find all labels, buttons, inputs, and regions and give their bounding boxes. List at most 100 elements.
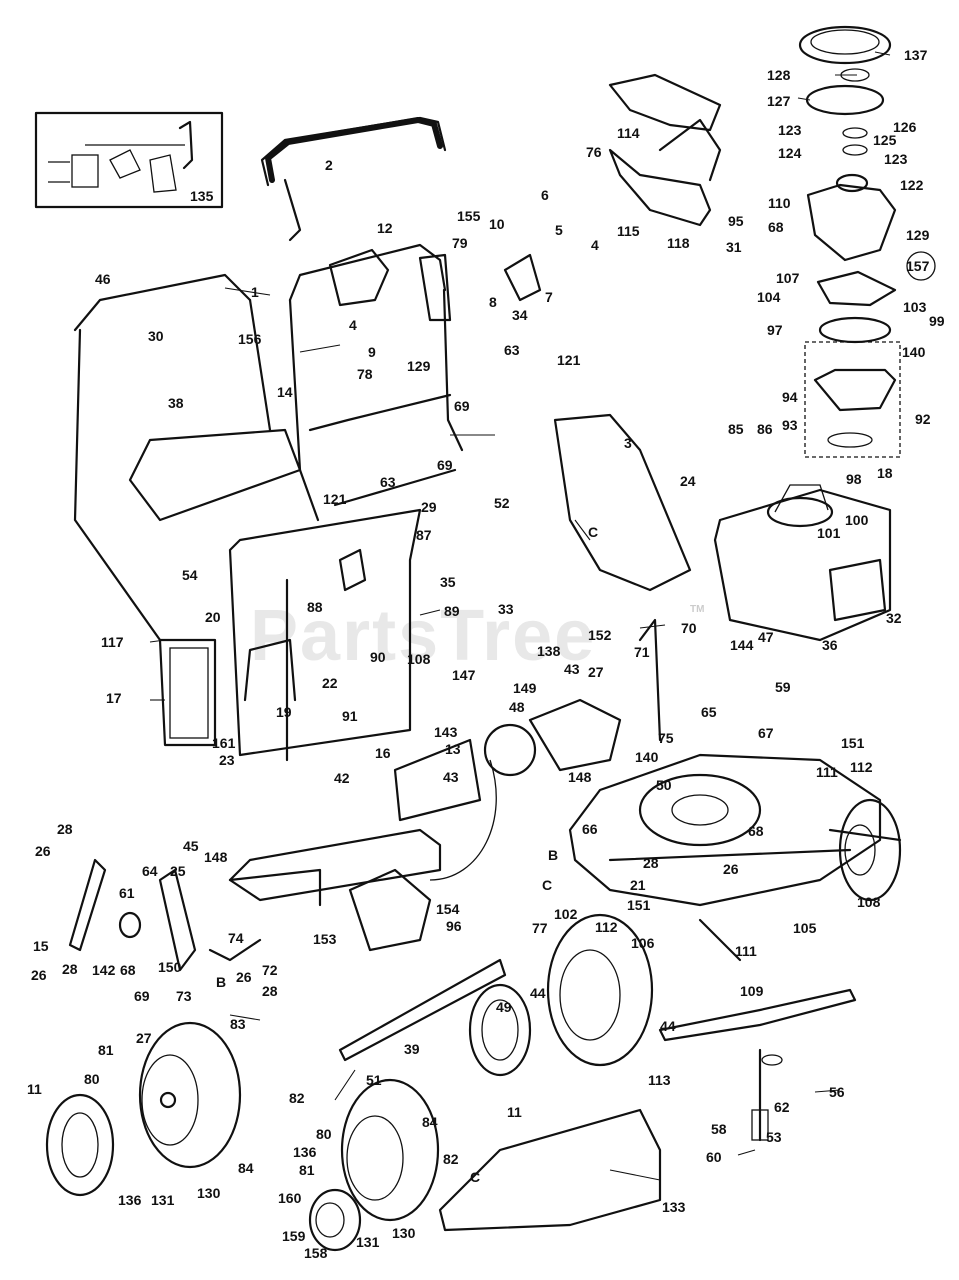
callout-28a: 28 <box>57 821 73 837</box>
callout-26d: 26 <box>31 967 47 983</box>
callout-11b: 11 <box>507 1104 522 1120</box>
callout-50: 50 <box>656 777 672 793</box>
callout-93: 93 <box>782 417 798 433</box>
callout-46: 46 <box>95 271 111 287</box>
callout-38: 38 <box>168 395 184 411</box>
callout-22: 22 <box>322 675 338 691</box>
callout-110: 110 <box>768 195 791 211</box>
callout-121b: 121 <box>323 491 347 507</box>
callout-126: 126 <box>893 119 917 135</box>
callout-151b: 151 <box>627 897 651 913</box>
callout-151a: 151 <box>841 735 865 751</box>
callout-18: 18 <box>877 465 893 481</box>
callout-130a: 130 <box>197 1185 221 1201</box>
lower-chute-cover <box>438 1108 662 1232</box>
callout-1: 1 <box>251 284 259 300</box>
callout-4b: 4 <box>349 317 357 333</box>
catcher-top <box>608 73 722 227</box>
lower-handle <box>288 243 464 522</box>
callout-68a: 68 <box>768 219 784 235</box>
callout-159: 159 <box>282 1228 306 1244</box>
callout-15: 15 <box>33 938 49 954</box>
callout-100: 100 <box>845 512 869 528</box>
callout-76: 76 <box>586 144 602 160</box>
callout-3: 3 <box>624 435 632 451</box>
front-right-wheel <box>838 798 902 902</box>
callout-45: 45 <box>183 838 199 854</box>
callout-109: 109 <box>740 983 764 999</box>
callout-13: 13 <box>445 741 461 757</box>
callout-35: 35 <box>440 574 456 590</box>
discharge-chute <box>553 413 692 592</box>
callout-28c: 28 <box>262 983 278 999</box>
callout-83: 83 <box>230 1016 246 1032</box>
grass-bag <box>73 273 302 747</box>
callout-156: 156 <box>238 331 262 347</box>
callout-29: 29 <box>421 499 437 515</box>
callout-112a: 112 <box>850 759 873 775</box>
callout-157-ring <box>906 251 936 281</box>
rear-door-frame <box>228 508 422 762</box>
callout-149: 149 <box>513 680 537 696</box>
callout-140b: 140 <box>635 749 659 765</box>
leader-lines <box>149 51 891 1181</box>
callout-99: 99 <box>929 313 945 329</box>
callout-B2: B <box>216 974 226 990</box>
callout-42: 42 <box>334 770 350 786</box>
callout-71: 71 <box>634 644 650 660</box>
callout-85: 85 <box>728 421 744 437</box>
callout-129b: 129 <box>407 358 431 374</box>
callout-158: 158 <box>304 1245 328 1261</box>
callout-147: 147 <box>452 667 476 683</box>
callout-64: 64 <box>142 863 158 879</box>
callout-130b: 130 <box>392 1225 416 1241</box>
callout-86: 86 <box>757 421 773 437</box>
callout-68b: 68 <box>748 823 764 839</box>
callout-123b: 123 <box>884 151 908 167</box>
callout-14: 14 <box>277 384 293 400</box>
callout-101: 101 <box>817 525 841 541</box>
callout-148a: 148 <box>568 769 592 785</box>
callout-80b: 80 <box>316 1126 332 1142</box>
rear-left-wheel <box>45 1021 242 1197</box>
callout-82a: 82 <box>289 1090 305 1106</box>
inset-hardware-kit <box>34 111 224 209</box>
callout-144: 144 <box>730 637 754 653</box>
callout-129a: 129 <box>906 227 930 243</box>
callout-51: 51 <box>366 1072 382 1088</box>
callout-28b: 28 <box>643 855 659 871</box>
callout-39: 39 <box>404 1041 420 1057</box>
callout-27a: 27 <box>588 664 604 680</box>
callout-5: 5 <box>555 222 563 238</box>
callout-133: 133 <box>662 1199 686 1215</box>
callout-96: 96 <box>446 918 462 934</box>
height-adjust-linkage <box>68 858 322 972</box>
callout-111b: 111 <box>735 943 757 959</box>
callout-82b: 82 <box>443 1151 459 1167</box>
callout-137: 137 <box>904 47 928 63</box>
callout-73: 73 <box>176 988 192 1004</box>
callout-140a: 140 <box>902 344 926 360</box>
callout-84a: 84 <box>238 1160 254 1176</box>
callout-43a: 43 <box>564 661 580 677</box>
callout-24: 24 <box>680 473 696 489</box>
callout-7: 7 <box>545 289 553 305</box>
callout-C2: C <box>542 877 552 893</box>
callout-127: 127 <box>767 93 791 109</box>
callout-138: 138 <box>537 643 561 659</box>
callout-84b: 84 <box>422 1114 438 1130</box>
callout-69c: 69 <box>134 988 150 1004</box>
callout-152: 152 <box>588 627 612 643</box>
callout-B1: B <box>548 847 558 863</box>
drive-assembly <box>228 618 662 952</box>
callout-11a: 11 <box>27 1081 42 1097</box>
callout-28d: 28 <box>62 961 78 977</box>
callout-49: 49 <box>496 999 512 1015</box>
callout-118: 118 <box>667 235 690 251</box>
callout-2: 2 <box>325 157 333 173</box>
callout-75: 75 <box>658 730 674 746</box>
callout-72: 72 <box>262 962 278 978</box>
callout-10: 10 <box>489 216 505 232</box>
callout-150: 150 <box>158 959 182 975</box>
